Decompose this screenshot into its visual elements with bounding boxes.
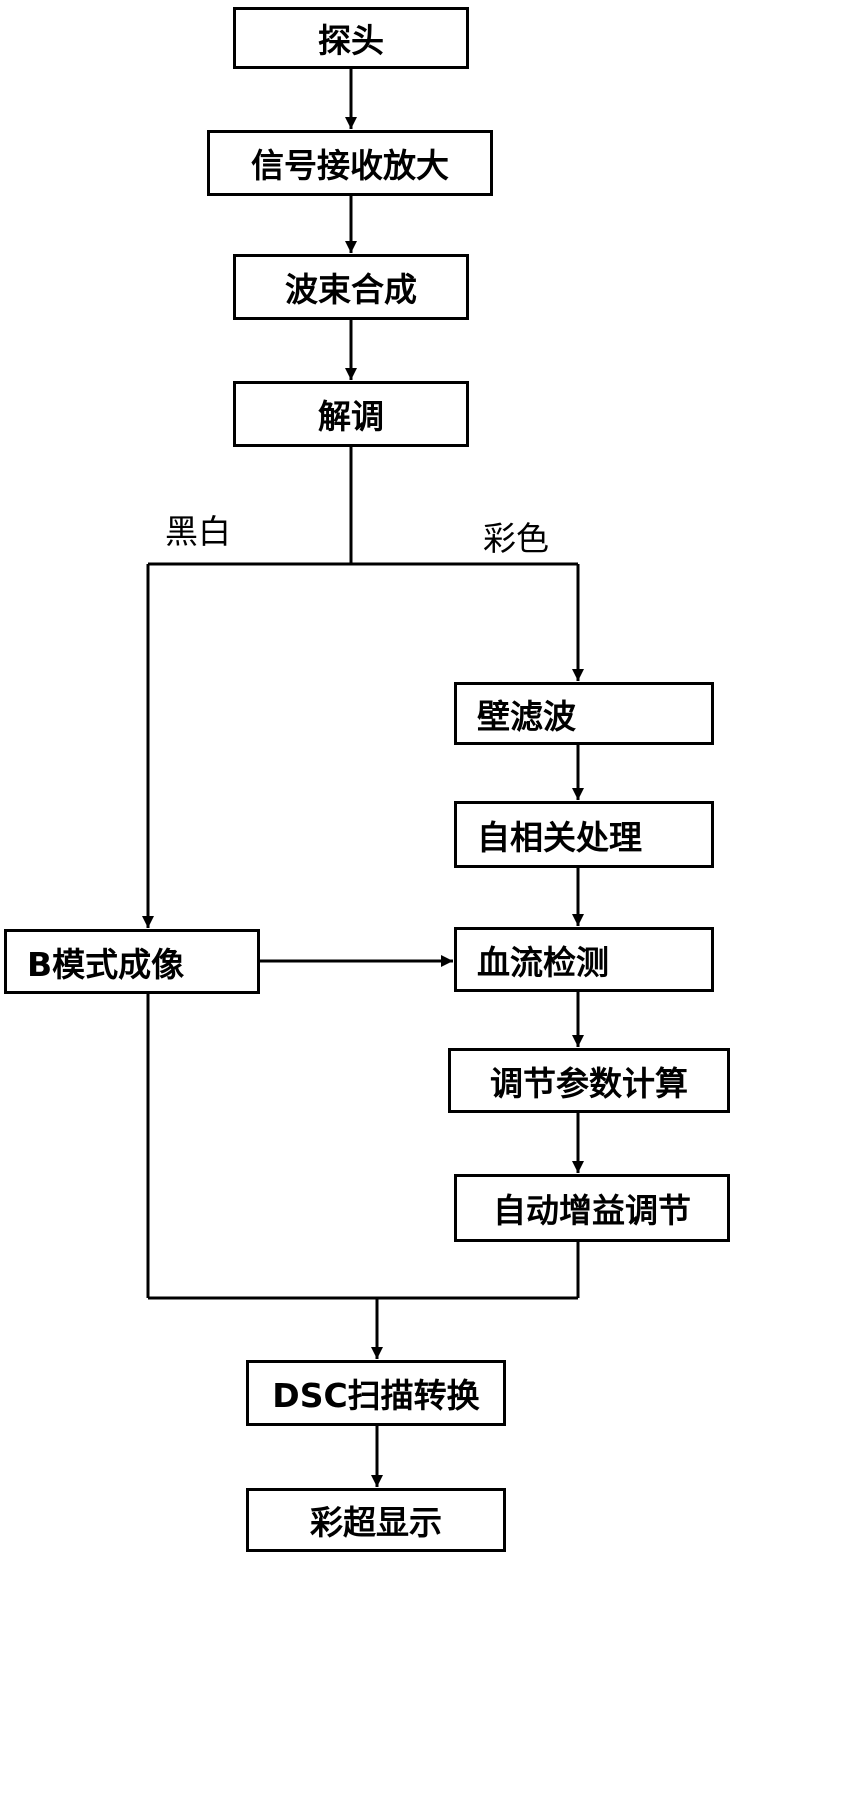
flow-detection-label: 血流检测 <box>477 936 609 984</box>
flowchart: 探头 信号接收放大 波束合成 解调 黑白 彩色 壁滤波 自相关处理 B模式成像 … <box>0 0 741 1569</box>
bmode-imaging-label: B模式成像 <box>27 938 184 986</box>
autocorrelation-label: 自相关处理 <box>477 811 642 859</box>
color-display-box: 彩超显示 <box>246 1488 506 1552</box>
signal-amplify-label: 信号接收放大 <box>251 139 449 187</box>
probe-label: 探头 <box>318 14 384 62</box>
auto-gain-box: 自动增益调节 <box>454 1174 730 1242</box>
beamforming-box: 波束合成 <box>233 254 469 320</box>
connector-layer <box>0 0 741 1569</box>
branch-label-bw: 黑白 <box>165 505 231 553</box>
autocorrelation-box: 自相关处理 <box>454 801 714 868</box>
probe-box: 探头 <box>233 7 469 69</box>
demodulation-box: 解调 <box>233 381 469 447</box>
auto-gain-label: 自动增益调节 <box>493 1184 691 1232</box>
demodulation-label: 解调 <box>318 390 384 438</box>
signal-amplify-box: 信号接收放大 <box>207 130 493 196</box>
bmode-imaging-box: B模式成像 <box>4 929 260 994</box>
dsc-scan-box: DSC扫描转换 <box>246 1360 506 1426</box>
flow-detection-box: 血流检测 <box>454 927 714 992</box>
beamforming-label: 波束合成 <box>285 263 417 311</box>
wall-filter-label: 壁滤波 <box>477 690 576 738</box>
color-display-label: 彩超显示 <box>310 1496 442 1544</box>
branch-label-color: 彩色 <box>483 512 549 560</box>
wall-filter-box: 壁滤波 <box>454 682 714 745</box>
param-calc-box: 调节参数计算 <box>448 1048 730 1113</box>
dsc-scan-label: DSC扫描转换 <box>272 1369 479 1417</box>
param-calc-label: 调节参数计算 <box>490 1057 688 1105</box>
